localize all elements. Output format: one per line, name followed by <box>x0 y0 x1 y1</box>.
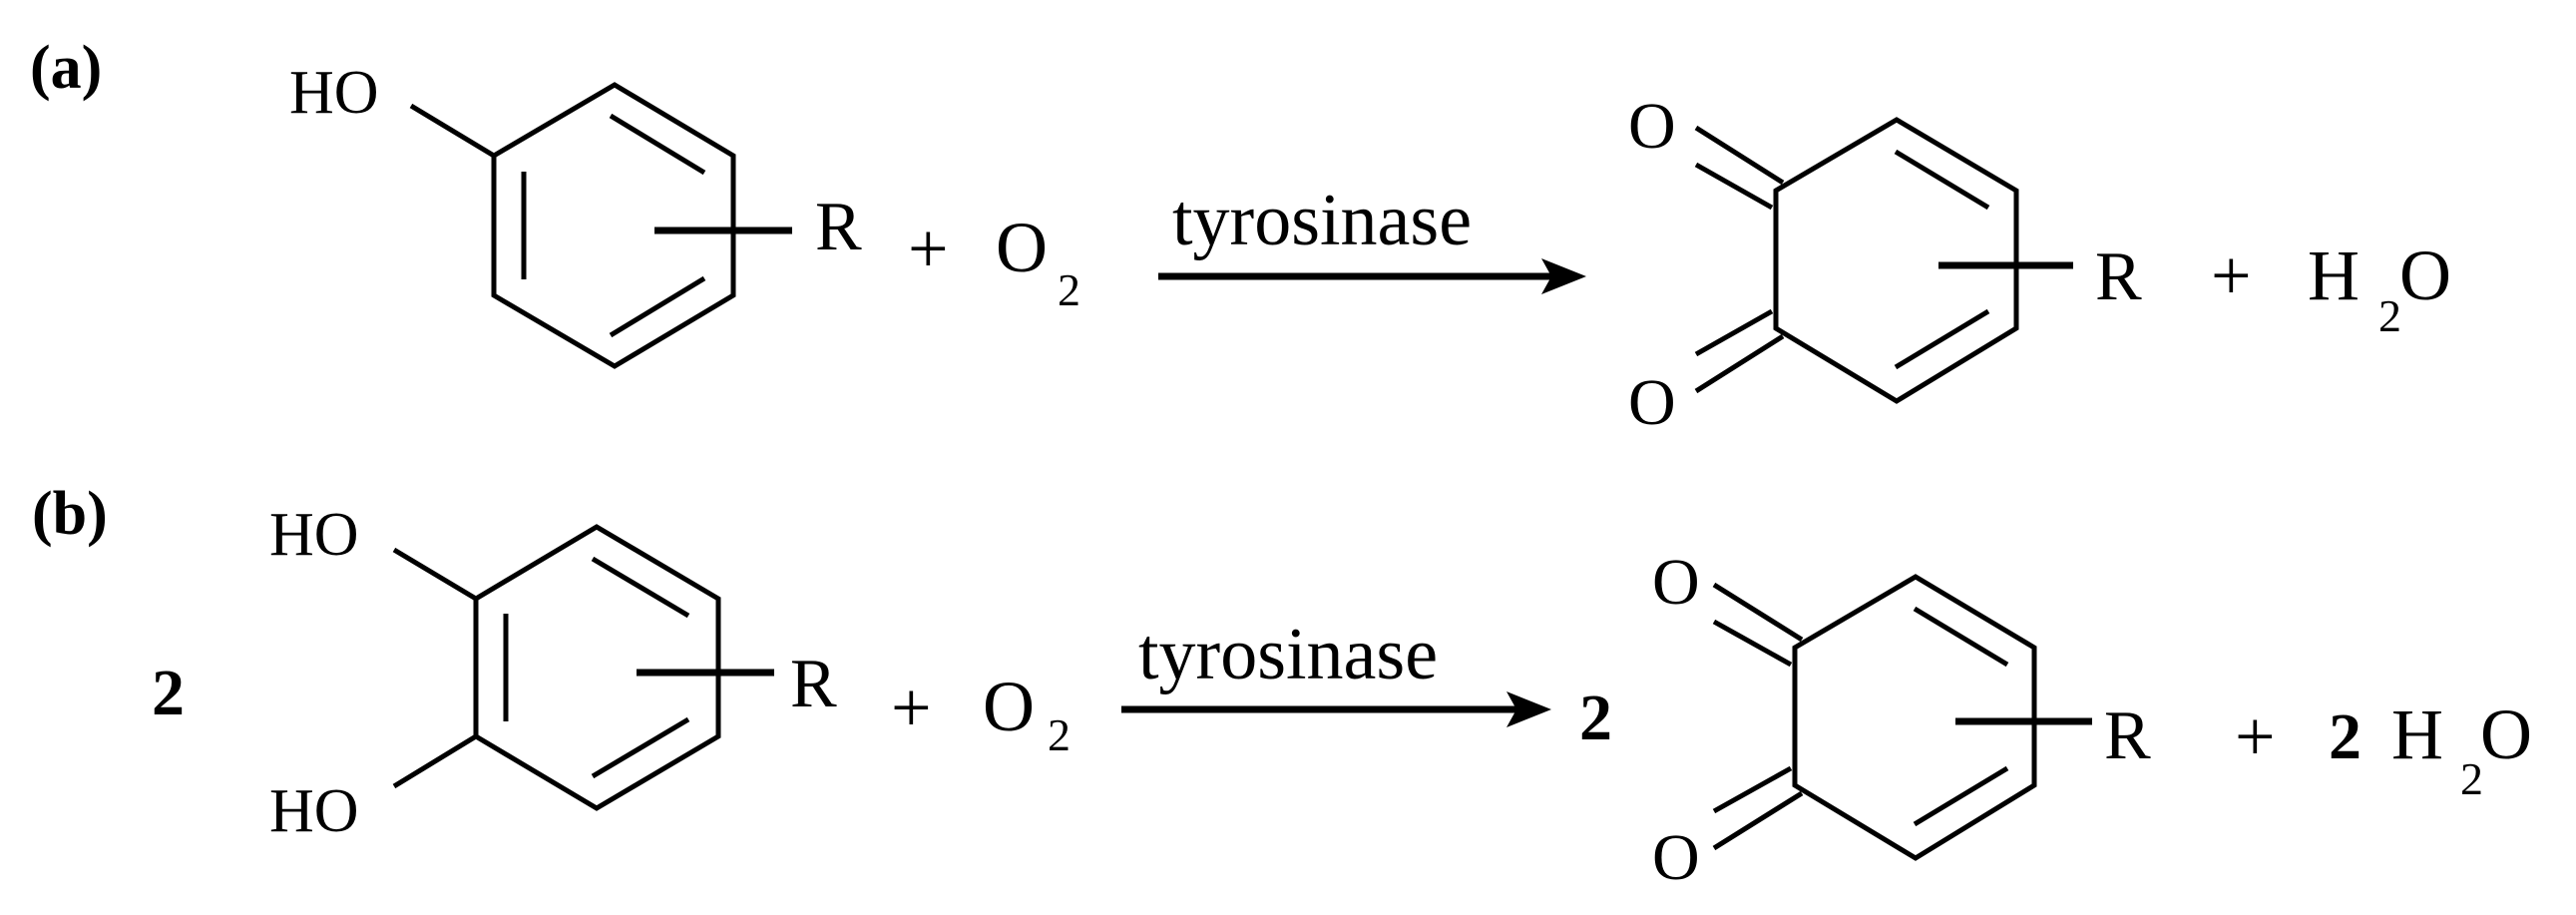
enzyme-label: tyrosinase <box>1138 614 1438 695</box>
oxygen-subscript: 2 <box>1048 709 1071 760</box>
r-group-label: R <box>2095 238 2142 315</box>
catechol-ring <box>392 524 774 811</box>
r-group-label: R <box>2104 697 2151 774</box>
water-h: H <box>2308 235 2360 315</box>
arrowhead-icon <box>1541 258 1586 294</box>
inner-double-bond <box>609 113 706 176</box>
oxygen-subscript: 2 <box>1058 264 1080 315</box>
plus-sign: + <box>2211 235 2252 315</box>
carbonyl-bond <box>1694 308 1774 357</box>
carbonyl-oxygen-bottom: O <box>1628 366 1676 439</box>
carbonyl-bond <box>1712 765 1793 814</box>
panel-b-label: (b) <box>32 480 108 548</box>
panel-a: (a) HO R + O 2 tyrosinase <box>30 34 2451 439</box>
carbonyl-oxygen-top: O <box>1628 90 1676 163</box>
water-subscript: 2 <box>2378 290 2401 341</box>
hydroxyl-label-top: HO <box>269 501 359 569</box>
enzyme-label: tyrosinase <box>1172 180 1472 261</box>
plus-sign: + <box>2235 696 2276 776</box>
inner-double-bond <box>1894 149 1990 211</box>
inner-double-bond <box>1913 606 2009 668</box>
quinone-ring <box>1712 574 2092 861</box>
carbonyl-bond <box>1712 582 1804 643</box>
hydroxyl-bond <box>392 733 478 789</box>
inner-double-bond <box>1913 765 2009 827</box>
quinone-ring <box>1694 117 2073 404</box>
carbonyl-bond <box>1712 619 1793 668</box>
carbonyl-bond <box>1694 333 1785 394</box>
oxygen-symbol: O <box>996 208 1048 287</box>
carbonyl-bond <box>1712 790 1804 851</box>
reactant-coefficient: 2 <box>152 657 185 729</box>
inner-double-bond <box>591 716 690 779</box>
plus-sign: + <box>908 209 949 288</box>
water-o: O <box>2399 235 2451 315</box>
carbonyl-oxygen-bottom: O <box>1652 821 1700 894</box>
benzene-ring-icon <box>473 524 721 811</box>
hydroxyl-bond <box>392 547 478 602</box>
hydroxyl-bond <box>409 103 496 159</box>
carbonyl-bond <box>1694 162 1774 211</box>
phenol-ring <box>409 82 792 369</box>
plus-sign: + <box>891 668 932 747</box>
panel-b: (b) 2 HO HO R + O 2 tyrosinase 2 <box>32 480 2532 894</box>
arrowhead-icon <box>1506 691 1551 727</box>
water-o: O <box>2480 694 2532 774</box>
water-subscript: 2 <box>2460 753 2483 804</box>
r-group-label: R <box>790 646 837 722</box>
hydroxyl-label: HO <box>289 59 379 127</box>
product-coefficient: 2 <box>1579 682 1612 754</box>
inner-double-bond <box>591 556 690 619</box>
hydroxyl-label-bottom: HO <box>269 777 359 845</box>
carbonyl-oxygen-top: O <box>1652 546 1700 619</box>
r-group-label: R <box>815 189 862 265</box>
benzene-ring-icon <box>491 82 736 369</box>
oxygen-symbol: O <box>983 667 1035 746</box>
water-coefficient: 2 <box>2329 700 2361 773</box>
quinone-ring-icon <box>1792 574 2037 861</box>
inner-double-bond <box>609 275 706 338</box>
inner-double-bond <box>1894 308 1990 370</box>
quinone-ring-icon <box>1773 117 2019 404</box>
panel-a-label: (a) <box>30 34 102 102</box>
carbonyl-bond <box>1694 125 1785 186</box>
water-h: H <box>2391 694 2443 774</box>
